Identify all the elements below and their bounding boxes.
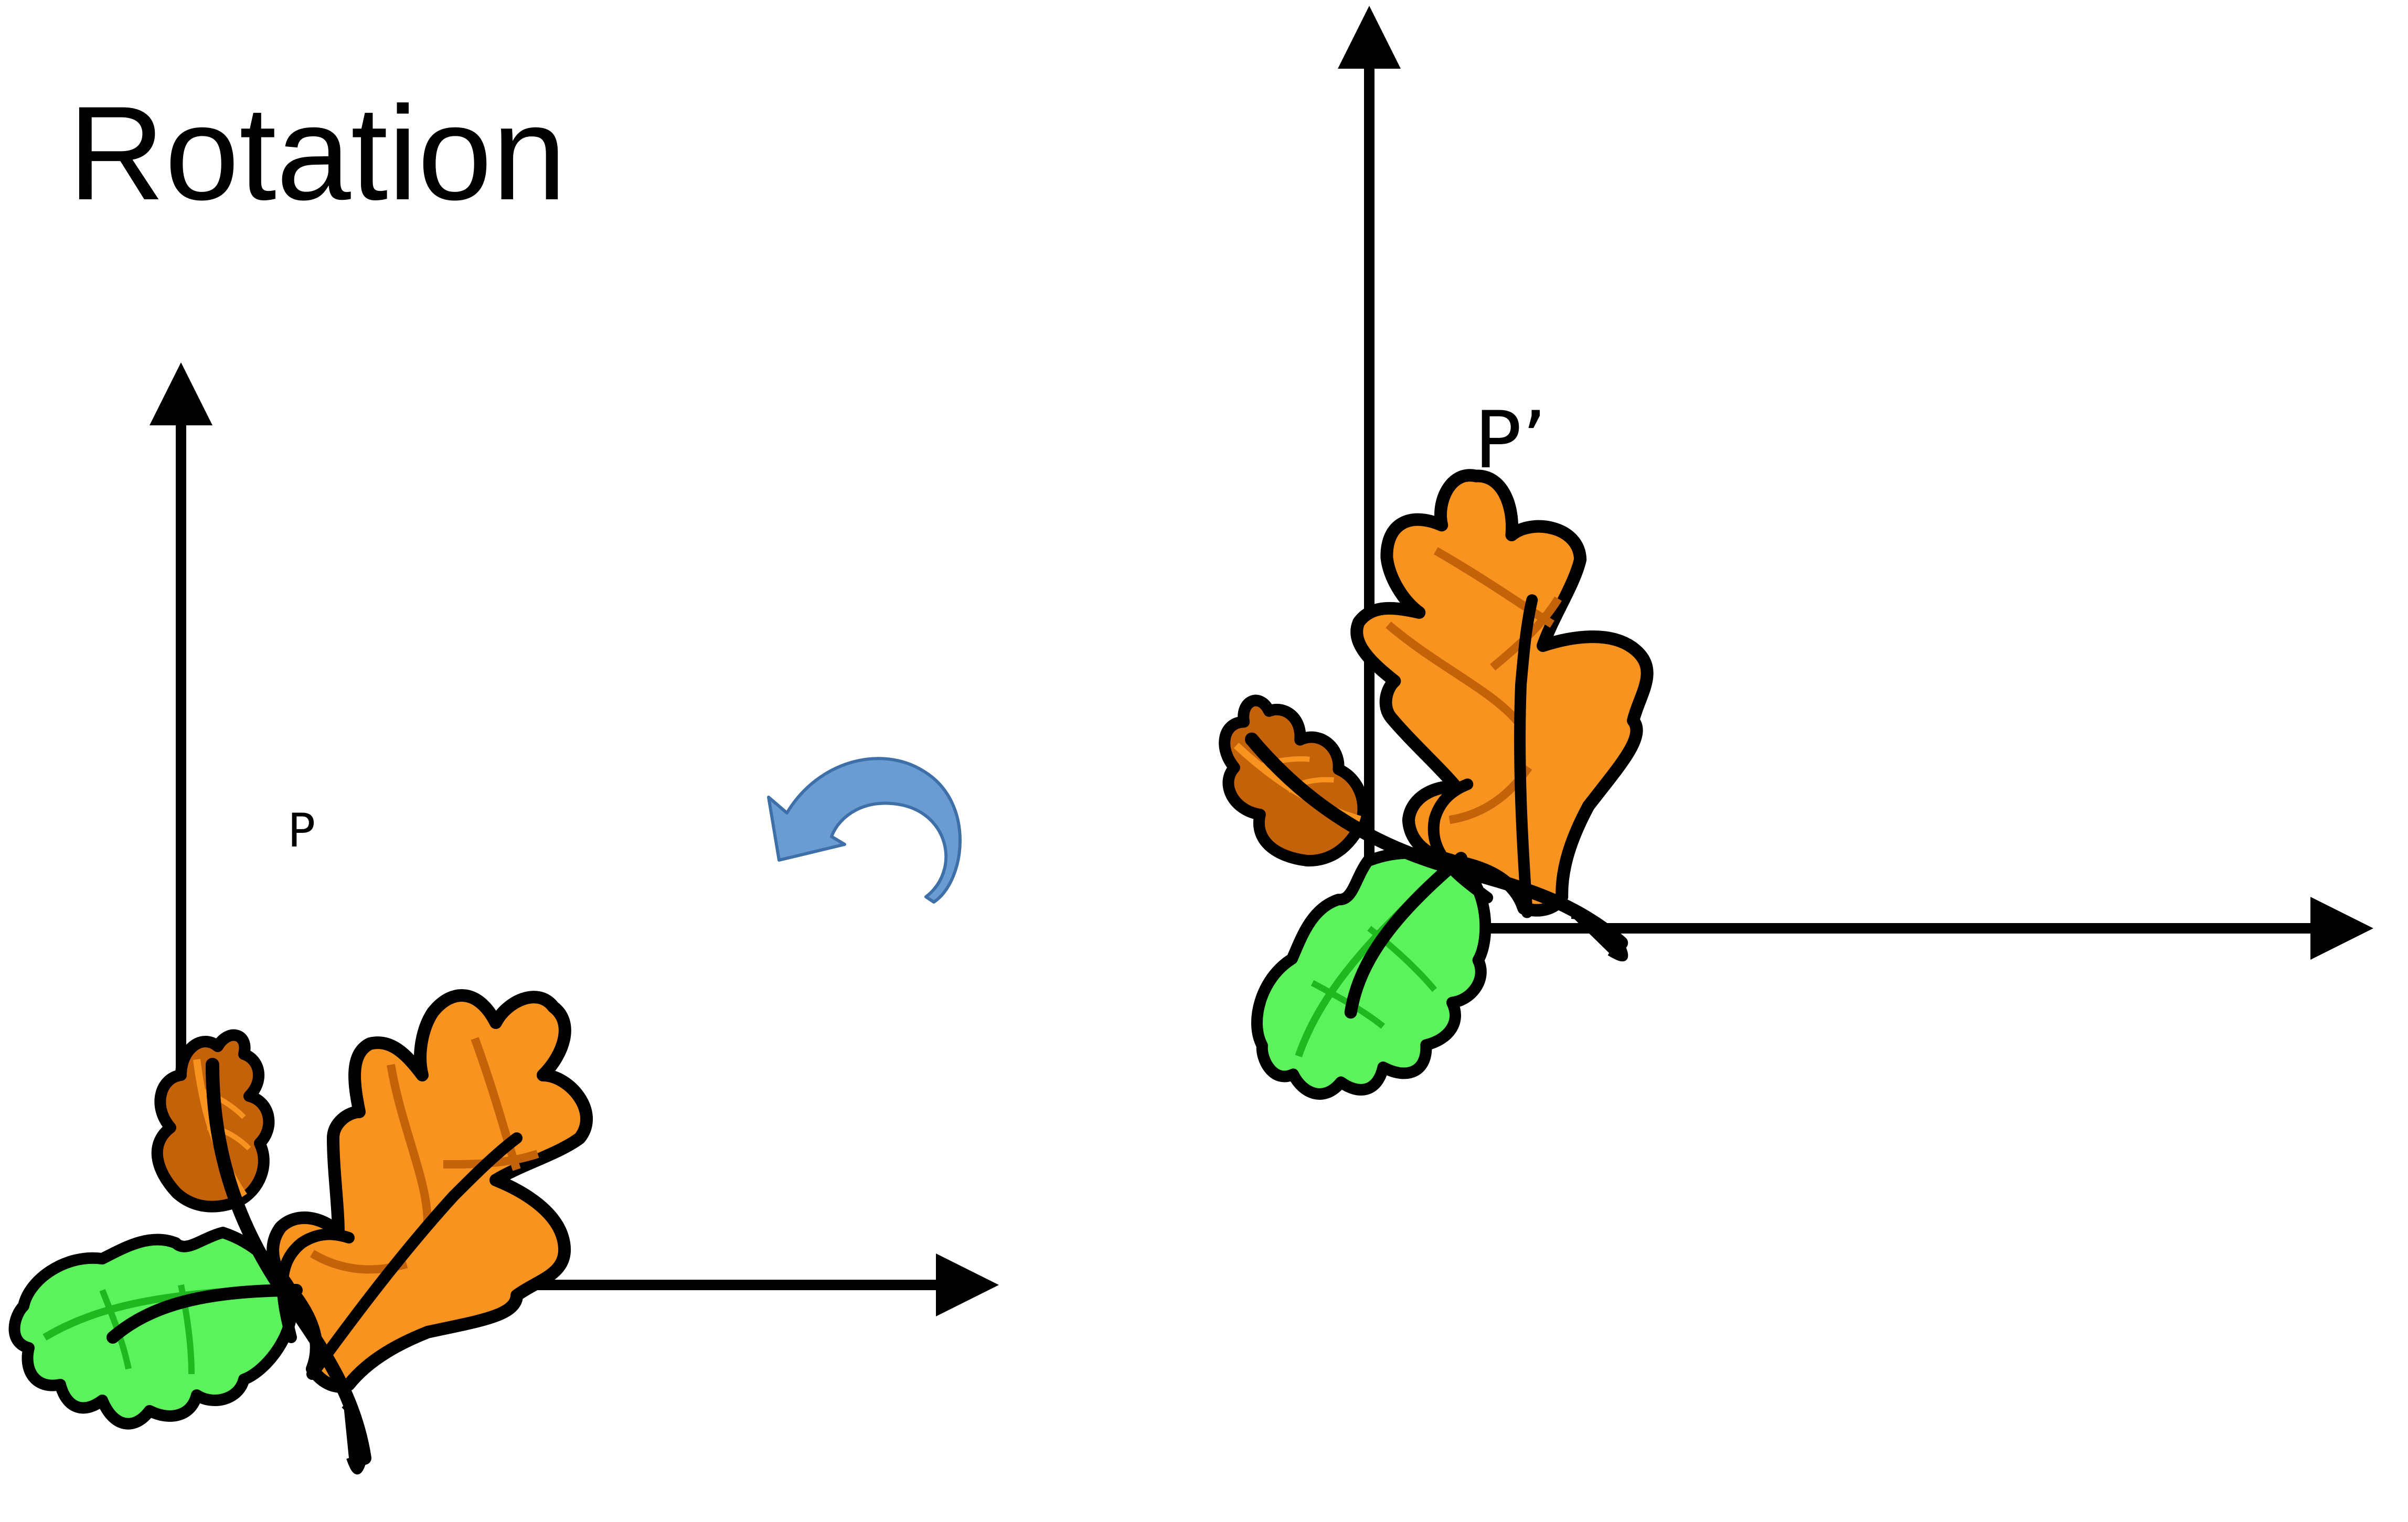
counterclockwise-curved-arrow-icon	[767, 757, 962, 904]
point-p-label: P	[287, 803, 316, 858]
right-axes	[1338, 6, 2373, 960]
slide-title: Rotation	[68, 79, 567, 228]
original-leaf-sprig	[15, 995, 587, 1472]
rotated-leaf-sprig	[1056, 446, 1800, 1178]
point-p-prime-label: P’	[1474, 395, 1547, 486]
